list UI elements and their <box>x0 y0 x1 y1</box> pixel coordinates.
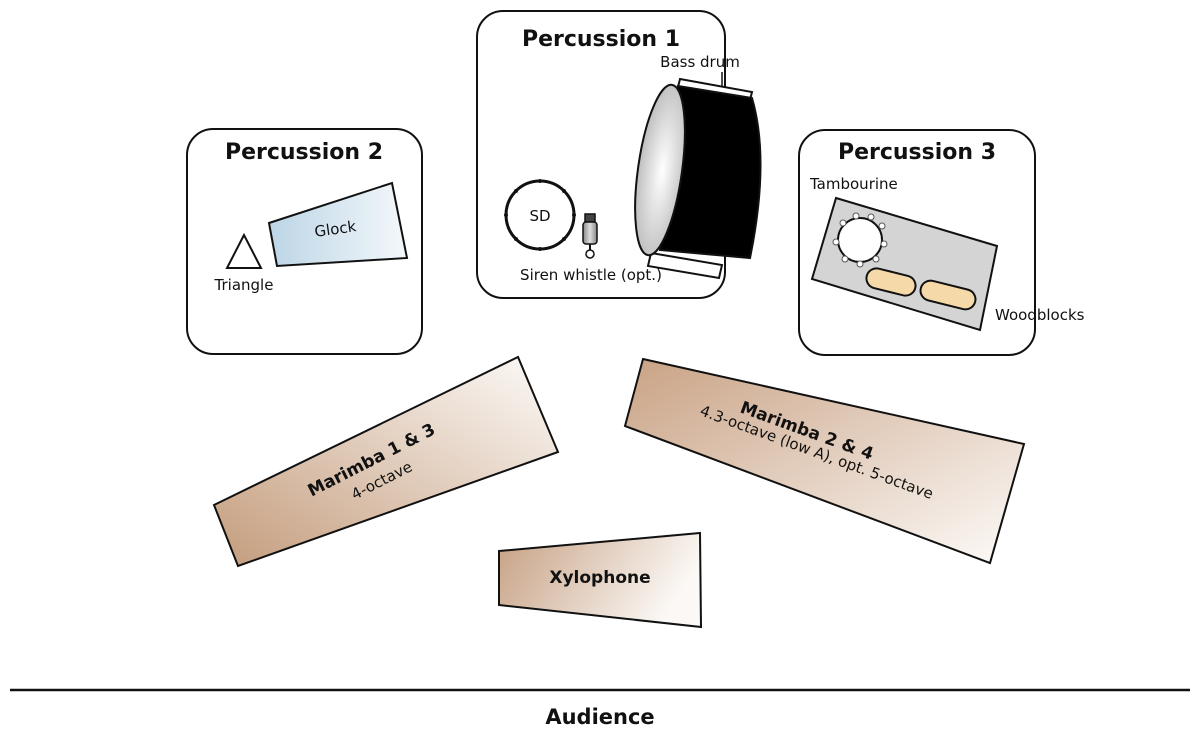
keyboard-title: Xylophone <box>549 568 650 588</box>
bass-drum-label: Bass drum <box>660 53 740 71</box>
keyboard-marimba-1-3: Marimba 1 & 3 4-octave <box>212 355 560 568</box>
station-percussion-3: Percussion 3 Tambourine Woodblocks <box>798 129 1085 356</box>
triangle-icon <box>225 232 263 269</box>
siren-whistle-label: Siren whistle (opt.) <box>520 266 662 284</box>
snare-drum-icon: SD <box>504 179 576 251</box>
station-percussion-1: Percussion 1 Bass drum SD <box>476 10 762 299</box>
glockenspiel-icon: Glock <box>267 181 409 268</box>
marimba-icon <box>212 355 560 568</box>
tambourine-label: Tambourine <box>809 175 898 193</box>
siren-whistle-icon <box>582 213 598 259</box>
glock-label: Glock <box>313 217 357 241</box>
woodblocks-label: Woodblocks <box>995 306 1085 324</box>
triangle-label: Triangle <box>214 276 274 294</box>
station-title: Percussion 1 <box>522 27 680 52</box>
marimba-icon <box>623 357 1026 565</box>
keyboard-xylophone: Xylophone <box>498 531 703 629</box>
woodblocks-icon <box>865 267 977 311</box>
audience-label: Audience <box>545 705 654 729</box>
tambourine-icon <box>832 212 888 268</box>
snare-drum-label: SD <box>529 207 550 225</box>
station-title: Percussion 2 <box>225 140 383 165</box>
xylophone-icon <box>498 531 703 629</box>
keyboard-marimba-2-4: Marimba 2 & 4 4.3-octave (low A), opt. 5… <box>623 357 1026 565</box>
station-percussion-2: Percussion 2 Glock Triangle <box>186 128 423 355</box>
station-title: Percussion 3 <box>838 140 996 165</box>
bass-drum-icon <box>634 77 762 280</box>
